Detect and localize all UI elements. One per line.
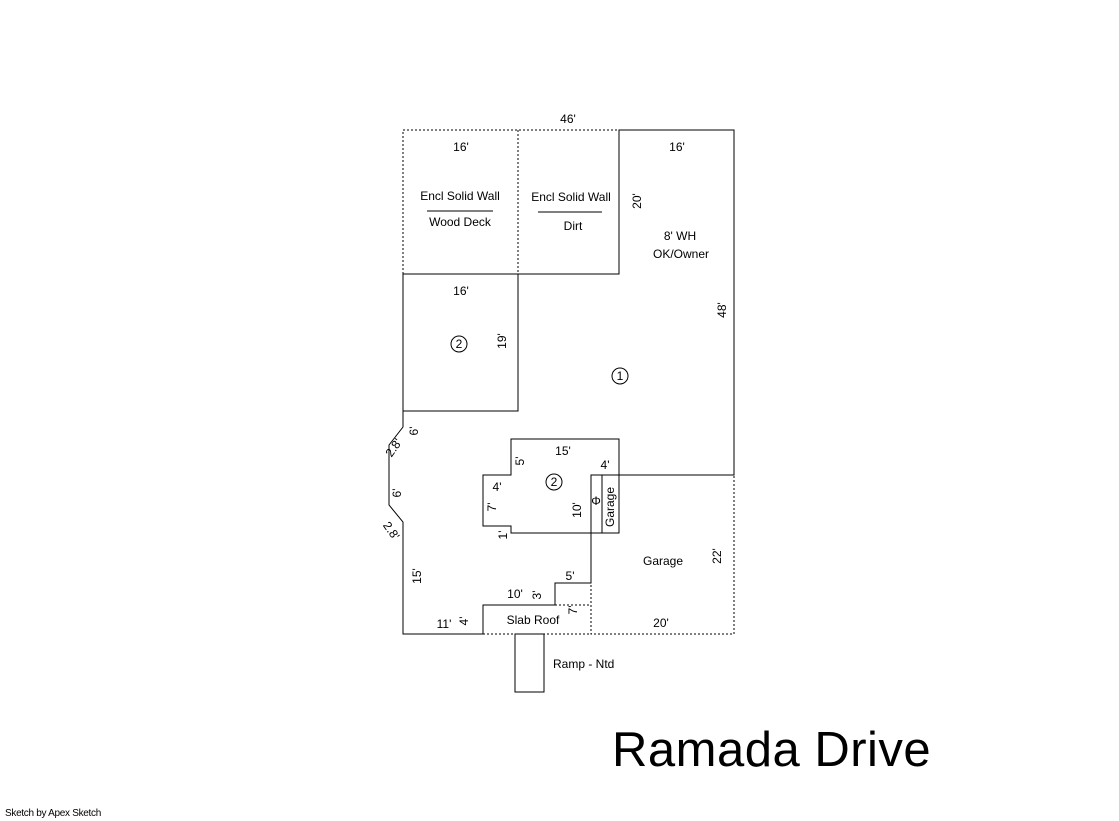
deck-sub: Wood Deck — [429, 215, 492, 229]
dim-left-6a: 6' — [407, 427, 421, 436]
dim-left-6b: 6' — [390, 489, 404, 498]
dim-left-28a: 2.8' — [383, 436, 405, 460]
dim-room2-width: 16' — [453, 284, 469, 298]
dim-inner-10: 10' — [570, 502, 584, 518]
dim-left-28b: 2.8' — [380, 519, 402, 543]
dim-right-48: 48' — [715, 302, 729, 318]
dim-inner-15: 15' — [555, 444, 571, 458]
circle-1 — [611, 367, 629, 385]
circle-2a-label: 2 — [456, 337, 463, 351]
wh-label: 8' WH — [664, 229, 696, 243]
dim-step-5: 5' — [566, 569, 575, 583]
circle-2b-label: 2 — [551, 475, 558, 489]
dim-inner-7: 7' — [485, 503, 499, 512]
dim-garage-20: 20' — [653, 616, 669, 630]
porch-top-outline — [402, 129, 619, 274]
dim-step-10: 10' — [507, 587, 523, 601]
sketch-title: Ramada Drive — [612, 723, 932, 777]
dim-deck-width: 16' — [453, 140, 469, 154]
owner-label: OK/Owner — [653, 247, 709, 261]
ramp-rect — [514, 633, 545, 693]
dim-bottom-11: 11' — [437, 617, 452, 631]
sketch-credit: Sketch by Apex Sketch — [5, 808, 101, 819]
dim-step-3: 3' — [530, 591, 544, 600]
garage-label: Garage — [643, 554, 683, 568]
circle-2a — [450, 335, 468, 353]
dim-wall-20: 20' — [630, 193, 644, 209]
dim-main-width: 16' — [669, 140, 685, 154]
circle-1-label: 1 — [617, 369, 624, 383]
dim-left-15: 15' — [410, 568, 424, 584]
dirt-sub: Dirt — [564, 219, 583, 233]
dim-top: 46' — [560, 112, 576, 126]
ramp-label: Ramp - Ntd — [553, 657, 614, 671]
dim-step-7: 7' — [566, 606, 580, 615]
dirt-label: Encl Solid Wall — [531, 190, 611, 204]
dim-inner-4a: 4' — [493, 480, 502, 494]
circle-2b — [545, 473, 563, 491]
garage-strip-label: Garage — [603, 487, 617, 527]
inner-room — [482, 438, 620, 534]
dim-garage-22: 22' — [710, 548, 724, 564]
dim-inner-1: 1' — [496, 531, 510, 540]
main-outline — [388, 129, 735, 635]
dim-bottom-4: 4' — [457, 617, 471, 626]
dim-inner-5: 5' — [513, 457, 527, 466]
deck-label: Encl Solid Wall — [420, 189, 500, 203]
slab-roof-label: Slab Roof — [507, 613, 560, 627]
dim-inner-4b: 4' — [601, 458, 610, 472]
garage-outline — [590, 474, 735, 635]
dim-room2-19: 19' — [495, 333, 509, 349]
room-2-block — [403, 273, 519, 412]
garage-strip-symbol: Φ — [591, 494, 601, 508]
